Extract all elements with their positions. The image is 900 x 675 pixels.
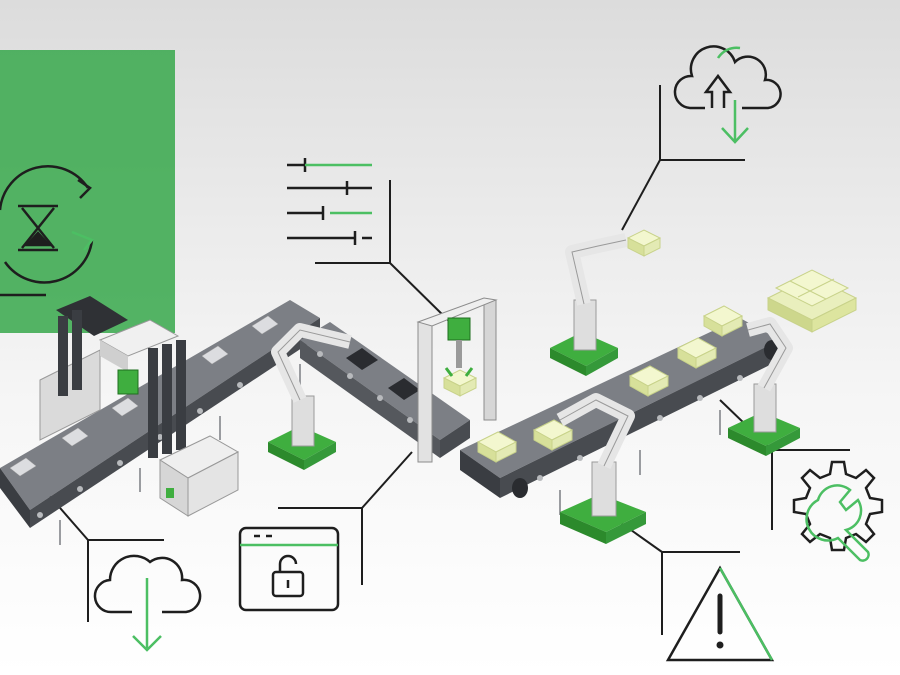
sliders-settings-icon xyxy=(287,158,372,245)
connector-lines xyxy=(39,85,850,635)
cloud-download-icon xyxy=(93,554,202,652)
packing-station xyxy=(39,296,240,517)
product-box xyxy=(676,337,718,369)
hourglass-refresh-icon xyxy=(0,165,95,297)
product-box xyxy=(628,365,670,397)
robot-arm xyxy=(550,233,628,376)
robot-arm xyxy=(728,317,800,456)
product-box-held xyxy=(626,229,662,257)
pallet-stack xyxy=(766,269,858,333)
product-box xyxy=(476,431,518,463)
robot-arm xyxy=(268,323,352,470)
product-box xyxy=(702,305,744,337)
gantry-frame xyxy=(416,297,498,463)
robot-arm xyxy=(556,393,646,544)
window-unlock-icon xyxy=(238,526,340,612)
cloud-sync-icon xyxy=(673,45,782,144)
product-box xyxy=(532,419,574,451)
warning-triangle-icon xyxy=(665,565,775,662)
gear-wrench-icon xyxy=(792,460,884,562)
conveyor-belt-left xyxy=(0,300,320,545)
